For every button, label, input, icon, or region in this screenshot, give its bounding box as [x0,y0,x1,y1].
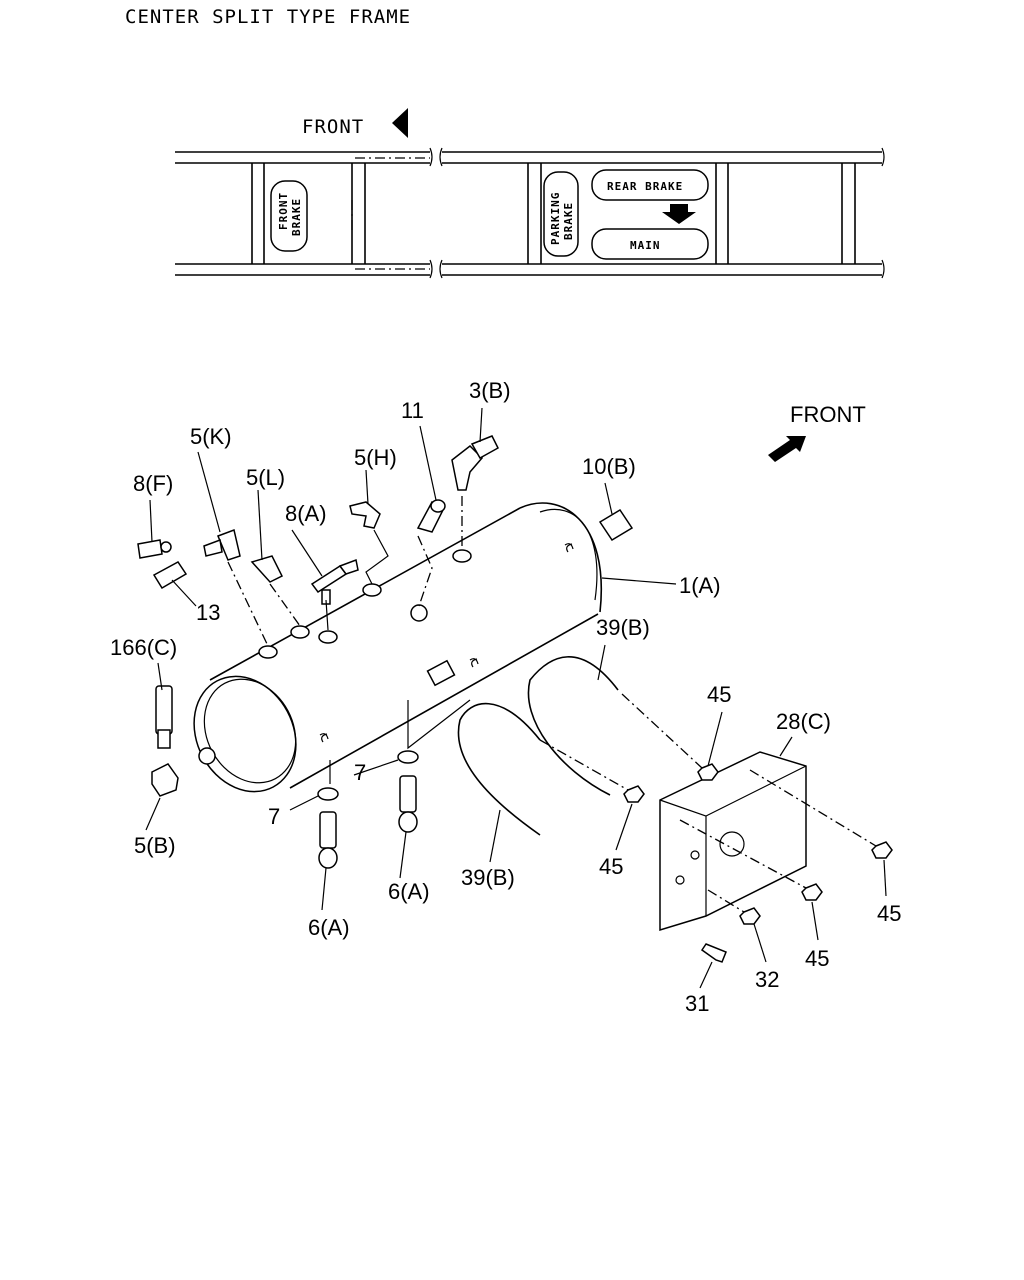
callout-5k: 5(K) [190,424,232,449]
nut-45-d [871,841,893,859]
parking-brake-tank-label-2: BRAKE [562,202,575,240]
fitting-13 [152,561,188,590]
fitting-5b [151,763,179,797]
air-tank [193,502,603,793]
u-bolt-39b-rear [527,656,619,796]
callout-13: 13 [196,600,220,625]
callout-7-a: 7 [354,760,366,785]
exploded-view: FRONT [110,378,901,1016]
rear-brake-tank-label: REAR BRAKE [607,180,683,193]
parking-brake-tank-label-1: PARKING [549,192,562,245]
nut-45-c [801,883,823,901]
callout-45-d: 45 [877,901,901,926]
nut-45-a [697,763,719,781]
drain-valve-6a-a [318,811,338,869]
callout-45-a: 45 [707,682,731,707]
nut-32 [739,907,761,925]
frame-front-label: FRONT [302,116,364,138]
drain-valve-6a-b [398,775,418,833]
front-brake-tank-label-1: FRONT [277,192,290,230]
fitting-8f [137,539,172,559]
callout-45-c: 45 [805,946,829,971]
front-direction-arrow-icon [768,436,806,462]
callout-5b: 5(B) [134,833,176,858]
frame-layout-diagram: FRONT FRONT BRAKE P [175,108,885,279]
nut-45-b [623,785,645,803]
callout-166c: 166(C) [110,635,177,660]
callout-5l: 5(L) [246,465,285,490]
fitting-5h [349,501,381,529]
callout-8f: 8(F) [133,471,173,496]
washer-7-a [317,787,339,801]
sensor-166c [155,685,173,749]
callout-11: 11 [401,398,424,423]
down-arrow-icon [662,204,696,224]
plug-10b [598,508,634,542]
front-brake-tank-label-2: BRAKE [290,198,303,236]
bolt-31 [700,943,727,963]
fitting-3b [451,435,499,491]
washer-7-b [397,750,419,764]
callout-31: 31 [685,991,709,1016]
callout-5h: 5(H) [354,445,397,470]
fitting-5k [203,528,241,561]
fitting-8a [310,558,359,605]
callout-6a-left: 6(A) [308,915,350,940]
callout-39b-top: 39(B) [596,615,650,640]
front-arrow-icon [392,108,408,138]
callout-3b: 3(B) [469,378,511,403]
callout-28c: 28(C) [776,709,831,734]
callout-8a: 8(A) [285,501,327,526]
callout-1a: 1(A) [679,573,721,598]
bracket-28c [659,751,807,932]
callout-7-b: 7 [268,804,280,829]
callout-6a-right: 6(A) [388,879,430,904]
u-bolt-39b-front [457,702,541,836]
callout-39b-bottom: 39(B) [461,865,515,890]
callout-45-b: 45 [599,854,623,879]
callout-32: 32 [755,967,779,992]
fitting-5l [250,555,284,583]
fitting-11 [416,499,446,533]
callout-10b: 10(B) [582,454,636,479]
diagram-title: CENTER SPLIT TYPE FRAME [125,6,411,28]
main-tank-label: MAIN [630,239,661,252]
exploded-front-label: FRONT [790,402,866,427]
